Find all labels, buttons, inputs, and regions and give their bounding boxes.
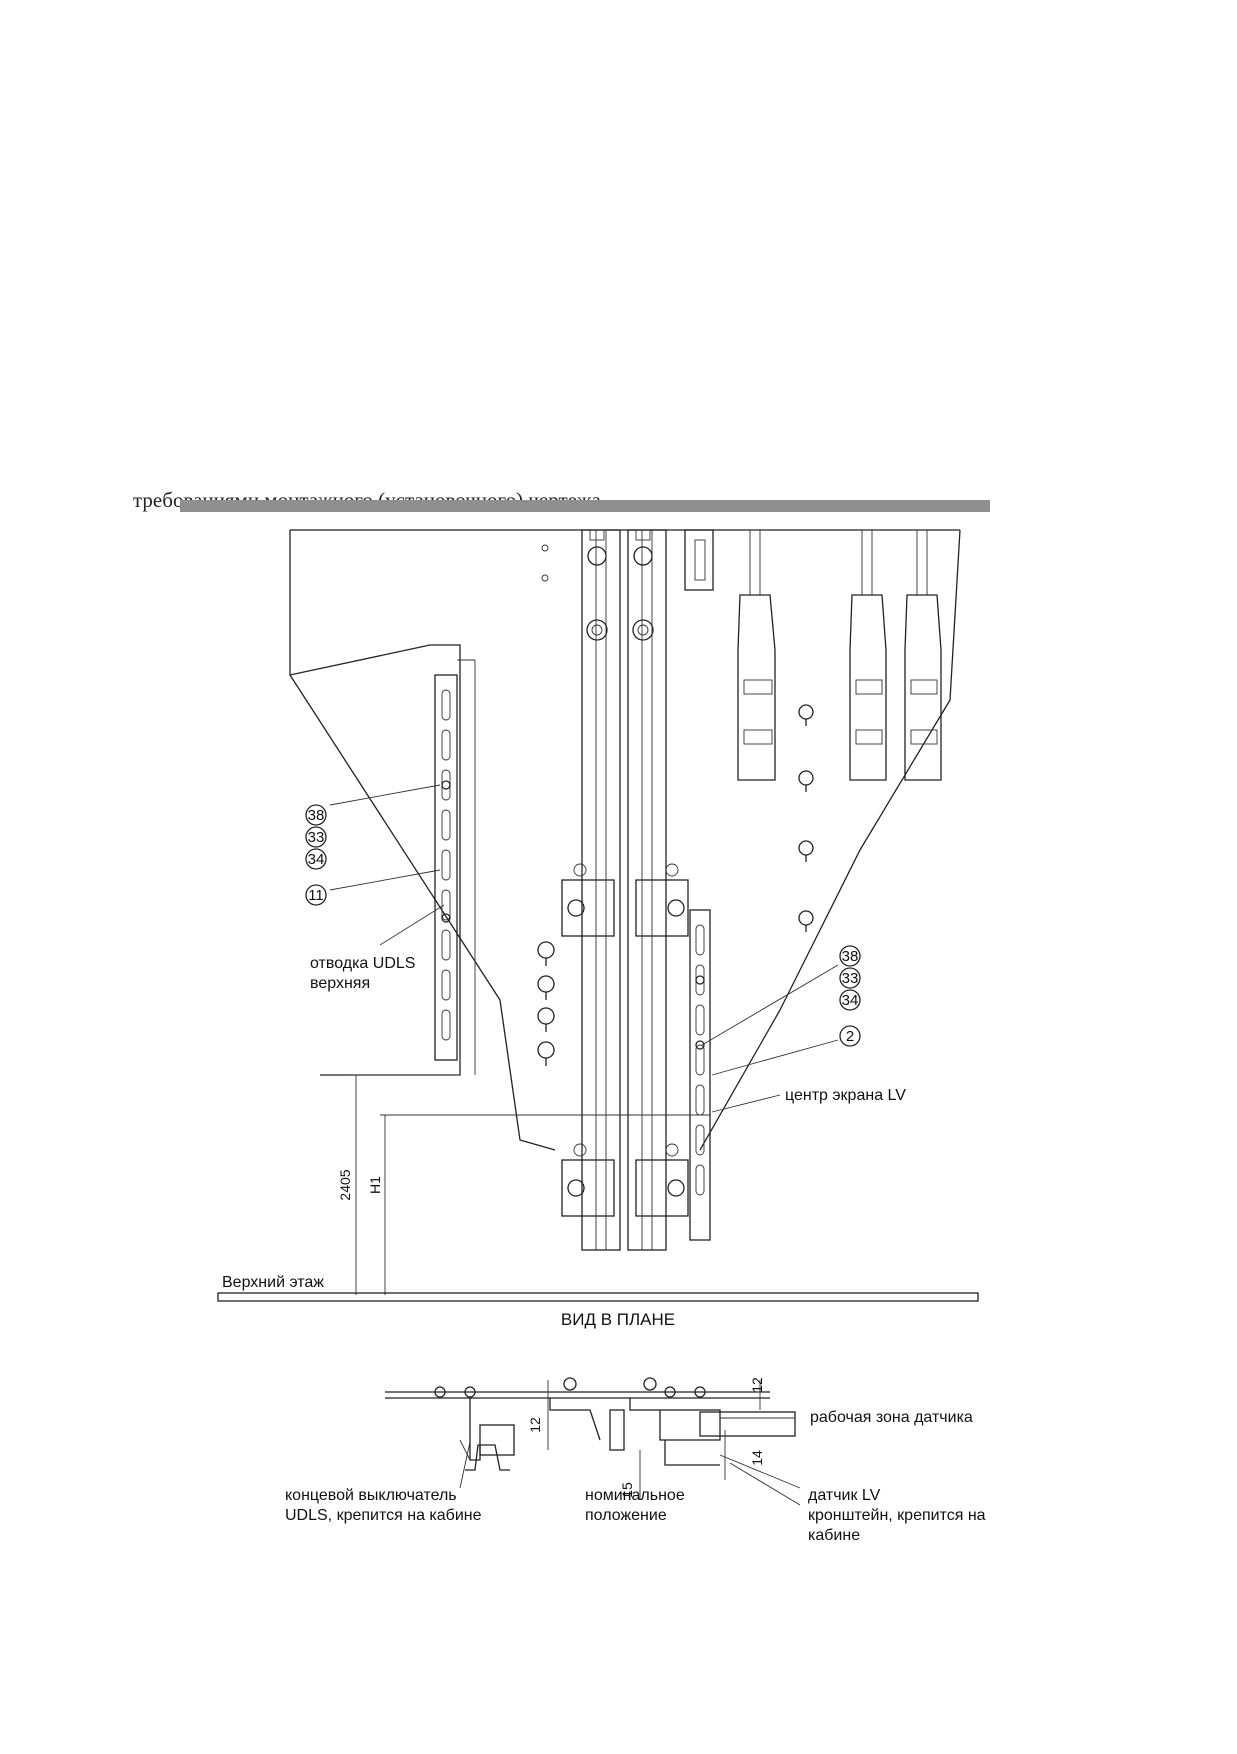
udls-upper-bar: [434, 659, 476, 1075]
udls-upper-label-2: верхняя: [310, 975, 370, 992]
callout-right: 38 33 34 2: [839, 945, 861, 1047]
udls-upper-label: отводка UDLS: [310, 955, 415, 972]
limit-switch-label: концевой выключатель: [285, 1487, 457, 1504]
keyhole-icon: [537, 941, 555, 1066]
elevation-view: 38 33 34 11 38 33 34 2 отводка UDLS верх…: [217, 529, 979, 1302]
dim-15: 15: [619, 1482, 635, 1498]
nominal-label: номинальное: [585, 1487, 685, 1504]
plan-view: 12 12 15 14 рабочая зона датчика концево…: [285, 1377, 986, 1544]
svg-text:33: 33: [308, 829, 325, 846]
keyhole-icon: [798, 704, 814, 932]
svg-text:38: 38: [308, 807, 325, 824]
header-scan-bar: [180, 500, 990, 512]
nominal-label-2: положение: [585, 1507, 667, 1524]
sensor-label-3: кабине: [808, 1527, 860, 1544]
cable-connectors: [737, 530, 942, 781]
svg-text:34: 34: [308, 851, 325, 868]
svg-text:34: 34: [842, 992, 859, 1009]
bolt-icon: [586, 529, 654, 641]
svg-text:2: 2: [846, 1028, 854, 1045]
svg-text:38: 38: [842, 948, 859, 965]
rail-clamp: [561, 1143, 689, 1217]
dim-2405: 2405: [337, 1169, 353, 1200]
lv-sensor-bar: [689, 909, 711, 1241]
svg-text:33: 33: [842, 970, 859, 987]
plan-view-title: ВИД В ПЛАНЕ: [561, 1310, 675, 1329]
callout-left: 38 33 34 11: [305, 804, 327, 906]
dim-14: 14: [749, 1450, 765, 1466]
sensor-zone-label: рабочая зона датчика: [810, 1409, 973, 1426]
top-floor-label: Верхний этаж: [222, 1274, 324, 1291]
rail-clamp: [561, 863, 689, 937]
sensor-label-2: кронштейн, крепится на: [808, 1507, 986, 1524]
sensor-label: датчик LV: [808, 1487, 881, 1504]
dim-h1: H1: [367, 1176, 383, 1194]
dim-12-a: 12: [527, 1417, 543, 1433]
screen-center-label: центр экрана LV: [785, 1087, 906, 1104]
svg-text:11: 11: [308, 887, 324, 904]
limit-switch-label-2: UDLS, крепится на кабине: [285, 1507, 482, 1524]
dim-12-b: 12: [749, 1377, 765, 1393]
